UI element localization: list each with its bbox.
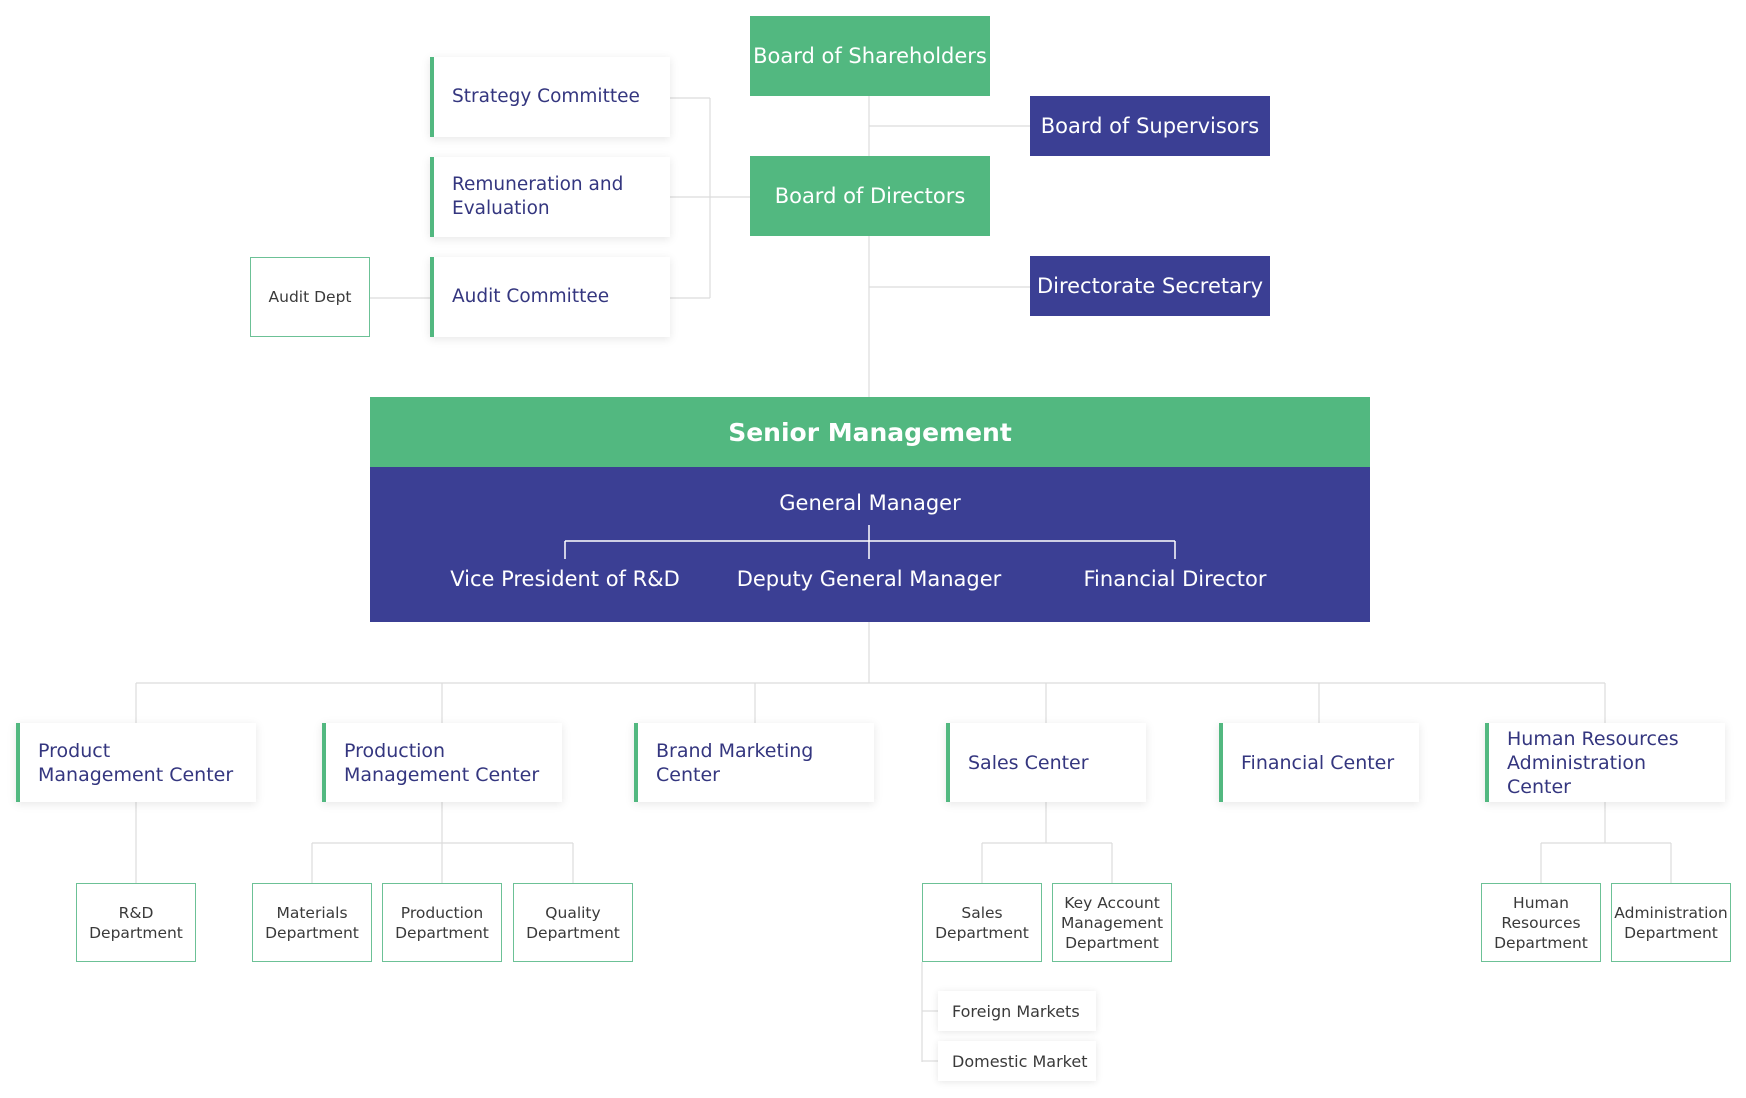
department-human-resources: Human Resources Department [1481, 883, 1601, 962]
audit-dept: Audit Dept [250, 257, 370, 337]
center-sales: Sales Center [946, 723, 1146, 802]
strategy-committee: Strategy Committee [430, 57, 670, 137]
center-brand-marketing: Brand Marketing Center [634, 723, 874, 802]
center-product-management: Product Management Center [16, 723, 256, 802]
senior-management-title: Senior Management [370, 397, 1370, 467]
department-production: Production Department [382, 883, 502, 962]
board-of-shareholders: Board of Shareholders [750, 16, 990, 96]
center-production-management: Production Management Center [322, 723, 562, 802]
general-manager: General Manager [779, 491, 961, 515]
department-sales: Sales Department [922, 883, 1042, 962]
center-hr-administration: Human Resources Administration Center [1485, 723, 1725, 802]
domestic-market: Domestic Market [938, 1041, 1096, 1081]
audit-committee: Audit Committee [430, 257, 670, 337]
senior-management-connectors [564, 525, 1176, 559]
department-quality: Quality Department [513, 883, 633, 962]
directorate-secretary: Directorate Secretary [1030, 256, 1270, 316]
department-materials: Materials Department [252, 883, 372, 962]
department-key-account-management: Key Account Management Department [1052, 883, 1172, 962]
remuneration-committee: Remuneration and Evaluation [430, 157, 670, 237]
board-of-directors: Board of Directors [750, 156, 990, 236]
senior-management-panel: General Manager Vice President of R&D De… [370, 467, 1370, 622]
financial-director: Financial Director [1083, 567, 1267, 591]
center-financial: Financial Center [1219, 723, 1419, 802]
department-rd: R&D Department [76, 883, 196, 962]
vice-president-rd: Vice President of R&D [450, 567, 680, 591]
foreign-markets: Foreign Markets [938, 991, 1096, 1031]
department-administration: Administration Department [1611, 883, 1731, 962]
board-of-supervisors: Board of Supervisors [1030, 96, 1270, 156]
deputy-general-manager: Deputy General Manager [736, 567, 1002, 591]
